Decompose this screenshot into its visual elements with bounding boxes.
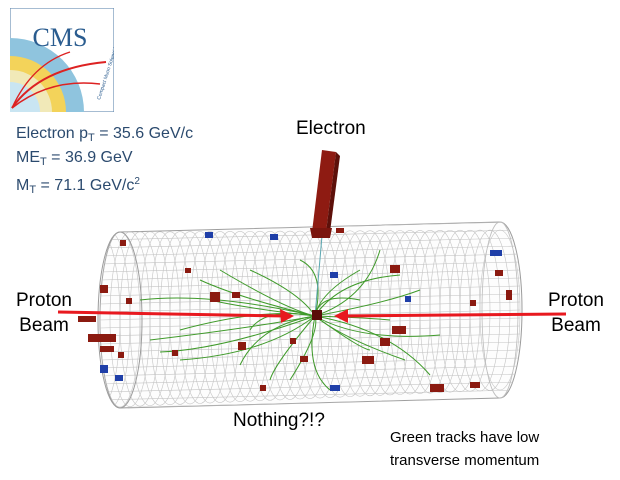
muon-hit: [100, 365, 108, 373]
track: [299, 259, 319, 317]
electron-track: [314, 235, 323, 317]
energy-deposit: [120, 240, 126, 246]
energy-deposit: [470, 382, 480, 388]
energy-deposit: [100, 285, 108, 293]
energy-deposit: [430, 384, 444, 392]
energy-deposit: [380, 338, 390, 346]
energy-deposit: [506, 290, 512, 300]
met-line: MET = 36.9 GeV: [16, 149, 133, 168]
muon-hit: [270, 234, 278, 240]
tracks-note: Green tracks have low transverse momentu…: [390, 429, 540, 469]
energy-deposit: [118, 352, 124, 358]
electron-label: Electron: [296, 118, 366, 139]
energy-deposit: [238, 342, 246, 350]
energy-deposit: [232, 292, 240, 298]
track: [314, 249, 381, 317]
cms-logo: CMS Compact Muon Solenoid: [10, 8, 114, 112]
energy-deposit: [362, 356, 374, 364]
muon-hit: [330, 385, 340, 391]
energy-deposit: [100, 346, 114, 352]
muon-hit: [115, 375, 123, 381]
proton-beam-left-arrow: [57, 309, 294, 323]
electron-pt-line: Electron pT = 35.6 GeV/c: [16, 125, 194, 144]
muon-hit: [205, 232, 213, 238]
mt-line: MT = 71.1 GeV/c2: [16, 176, 140, 196]
energy-deposit: [392, 326, 406, 334]
muon-hit: [490, 250, 502, 256]
cms-logo-text: CMS: [33, 23, 88, 52]
track: [269, 315, 316, 381]
track: [219, 269, 316, 317]
energy-deposit: [390, 265, 400, 273]
energy-deposit: [185, 268, 191, 273]
track: [249, 269, 316, 317]
track: [311, 315, 331, 391]
track: [314, 315, 431, 376]
energy-deposit: [300, 356, 308, 362]
event-info: Electron pT = 35.6 GeV/c MET = 36.9 GeV …: [16, 124, 193, 200]
muon-hit: [330, 272, 338, 278]
energy-deposit: [88, 334, 116, 342]
proton-beam-right-arrow: [334, 309, 567, 323]
energy-deposit: [172, 350, 178, 356]
energy-deposit: [470, 300, 476, 306]
track: [314, 274, 401, 317]
energy-deposit: [126, 298, 132, 304]
energy-deposit: [495, 270, 503, 276]
track: [199, 279, 316, 317]
vertex-deposit: [312, 310, 322, 320]
track: [314, 315, 441, 337]
track: [314, 315, 371, 351]
proton-beam-left-label: Proton Beam: [16, 290, 72, 336]
energy-deposits: [78, 228, 512, 392]
energy-deposit: [290, 338, 296, 344]
energy-deposit: [78, 316, 96, 322]
energy-deposit: [210, 292, 220, 302]
electron-tower: [310, 150, 340, 238]
muon-hit: [405, 296, 411, 302]
energy-deposit: [260, 385, 266, 391]
track: [314, 315, 391, 321]
track: [314, 289, 421, 317]
track: [239, 315, 316, 366]
nothing-label: Nothing?!?: [233, 410, 325, 431]
energy-deposit: [336, 228, 344, 233]
proton-beam-right-label: Proton Beam: [548, 290, 604, 336]
track: [179, 315, 316, 361]
